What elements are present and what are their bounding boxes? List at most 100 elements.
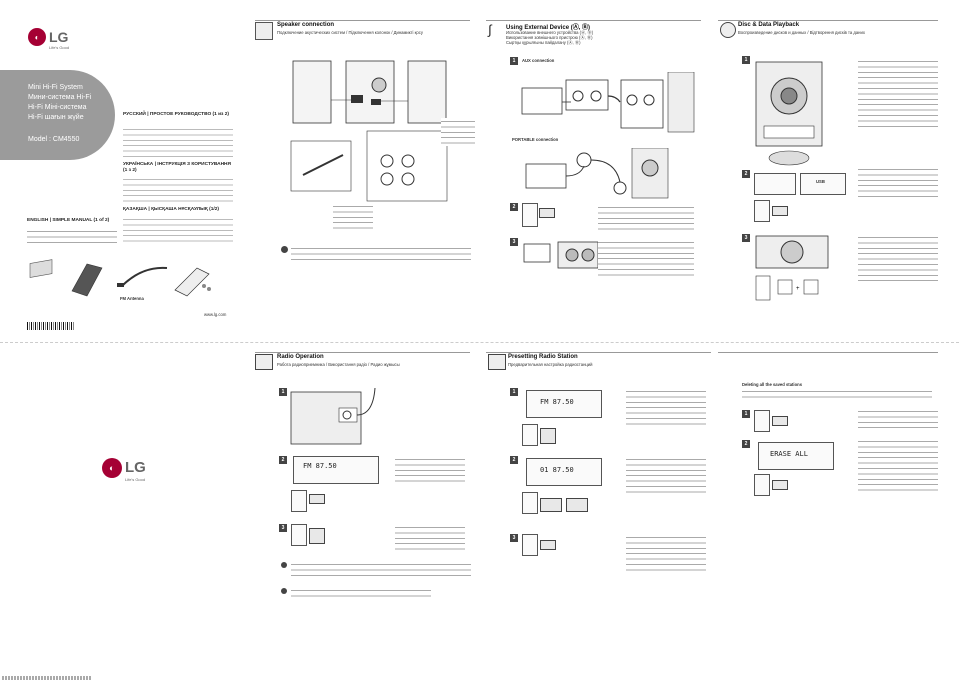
model-name: Model : CM4550 (28, 136, 80, 143)
disc-step2-instructions (858, 166, 938, 198)
disc-controls-illustration: + (755, 235, 829, 301)
speaker-black-labels (333, 203, 373, 229)
preset-title: Presetting Radio Station (508, 354, 578, 360)
model-banner: Mini Hi-Fi System Мини-система Hi-Fi Hi-… (0, 70, 115, 160)
remote-control-icon (174, 267, 211, 297)
external-step-3: 3 (510, 238, 518, 246)
disc-panel: Disc & Data Playback Воспроизведение дис… (718, 20, 943, 310)
radio-step2-instructions (395, 456, 465, 484)
radio-tune-key[interactable] (309, 528, 325, 544)
radio-title: Radio Operation (277, 354, 324, 360)
preset-remote-3[interactable] (522, 534, 538, 556)
portable-label: PORTABLE connection (512, 137, 559, 142)
external-title: Using External Device (Ⓐ, Ⓑ) (506, 25, 591, 31)
radio-step3-instructions (395, 524, 465, 550)
step2-instructions (598, 204, 694, 230)
radio-note1-bullet (281, 562, 287, 568)
preset-step-1: 1 (510, 388, 518, 396)
tagline: Life's Good (49, 45, 70, 50)
disc-step1-instructions (858, 58, 938, 130)
brand-name: LG (49, 29, 69, 45)
preset-key-2b[interactable] (566, 498, 588, 512)
product-line-2: Мини-система Hi-Fi (28, 94, 92, 101)
box-icon (29, 259, 53, 278)
preset-key-1[interactable] (540, 428, 556, 444)
func-key-2[interactable] (772, 206, 788, 216)
radio-remote[interactable] (291, 490, 307, 512)
radio-header-rule (255, 352, 470, 353)
radio-step-1: 1 (279, 388, 287, 396)
product-line-3: Hi-Fi Міні-система (28, 104, 87, 111)
preset-step3-instructions (626, 534, 706, 574)
preset-remote-2[interactable] (522, 492, 538, 514)
preset-icon (488, 354, 506, 370)
external-line3: Сыртқы құрылғыны пайдалану (Ⓐ, Ⓑ) (506, 40, 581, 45)
fold-divider (0, 342, 959, 343)
manual-ua-title: УКРАЇНСЬКА | ІНСТРУКЦІЯ З КОРИСТУВАННЯ (… (123, 162, 231, 173)
usb-slot-left (754, 173, 796, 195)
external-step-2: 2 (510, 203, 518, 211)
preset-display-frame-1 (526, 390, 602, 418)
radio-display-frame (293, 456, 379, 484)
remote-func-button[interactable] (522, 203, 538, 227)
delete-panel: Deleting all the saved stations 1 2 ERAS… (718, 352, 943, 552)
disc-step-1: 1 (742, 56, 750, 64)
remote-func-2[interactable] (754, 200, 770, 222)
preset-display-frame-2 (526, 458, 602, 486)
preset-key-2a[interactable] (540, 498, 562, 512)
footer-code (2, 676, 92, 680)
radio-icon (255, 354, 273, 370)
delete-step2-instructions (858, 438, 938, 494)
external-header-rule (486, 20, 701, 21)
disc-step3-instructions (858, 234, 938, 282)
radio-frequency-display: FM 87.50 (303, 462, 337, 470)
back-tagline: Life's Good (125, 477, 146, 482)
disc-header-rule (718, 20, 938, 21)
delete-remote-1[interactable] (754, 410, 770, 432)
disc-step-2: 2 (742, 170, 750, 178)
preset-step-2: 2 (510, 456, 518, 464)
external-line2: Використання зовнішнього пристрою (Ⓐ, Ⓑ) (506, 35, 593, 40)
delete-step-1: 1 (742, 410, 750, 418)
radio-subtitle: Работа радиоприемника / Використання рад… (277, 362, 400, 367)
disc-step-3: 3 (742, 234, 750, 242)
delete-remote-2[interactable] (754, 474, 770, 496)
radio-tune-remote[interactable] (291, 524, 307, 546)
manual-ru-title: РУССКИЙ | ПРОСТОЕ РУКОВОДСТВО (1 из 2) (123, 112, 230, 117)
delete-step-2: 2 (742, 440, 750, 448)
speaker-diagram (290, 60, 448, 202)
disc-title: Disc & Data Playback (738, 22, 800, 28)
disc-subtitle: Воспроизведение дисков и данных / Відтво… (738, 30, 865, 35)
radio-func-key[interactable] (309, 494, 325, 504)
speaker-note-bullet (281, 246, 288, 253)
radio-note1 (291, 561, 471, 577)
delete-step1-instructions (858, 408, 938, 432)
disc-player-illustration (755, 61, 823, 166)
preset-key-3[interactable] (540, 540, 556, 550)
product-line-4: Hi-Fi шағын жүйе (28, 114, 84, 121)
delete-display-frame (758, 442, 834, 470)
speaker-note (291, 245, 471, 263)
delete-key-1[interactable] (772, 416, 788, 426)
delete-key-2[interactable] (772, 480, 788, 490)
fm-antenna-icon (117, 266, 168, 287)
usb-label: USB (816, 179, 825, 184)
speaker-title: Speaker connection (277, 22, 335, 28)
delete-subtitle (742, 388, 932, 398)
manual-en-body (27, 228, 117, 246)
back-brand-name: LG (125, 459, 146, 476)
back-logo: ◐ LG Life's Good (102, 458, 172, 484)
preset-remote-1[interactable] (522, 424, 538, 446)
radio-note2-bullet (281, 588, 287, 594)
website[interactable]: www.lg.com (204, 312, 227, 317)
external-step-1: 1 (510, 57, 518, 65)
delete-title: Deleting all the saved stations (742, 382, 803, 387)
preset-step-3: 3 (510, 534, 518, 542)
aux-label: AUX connection (522, 58, 555, 63)
step3-diagram (523, 241, 599, 269)
preset-display-1: FM 87.50 (540, 398, 574, 406)
manual-en-title: ENGLISH | SIMPLE MANUAL (1 of 2) (27, 218, 110, 223)
func-key[interactable] (539, 208, 555, 218)
preset-step1-instructions (626, 388, 706, 428)
radio-step-3: 3 (279, 524, 287, 532)
